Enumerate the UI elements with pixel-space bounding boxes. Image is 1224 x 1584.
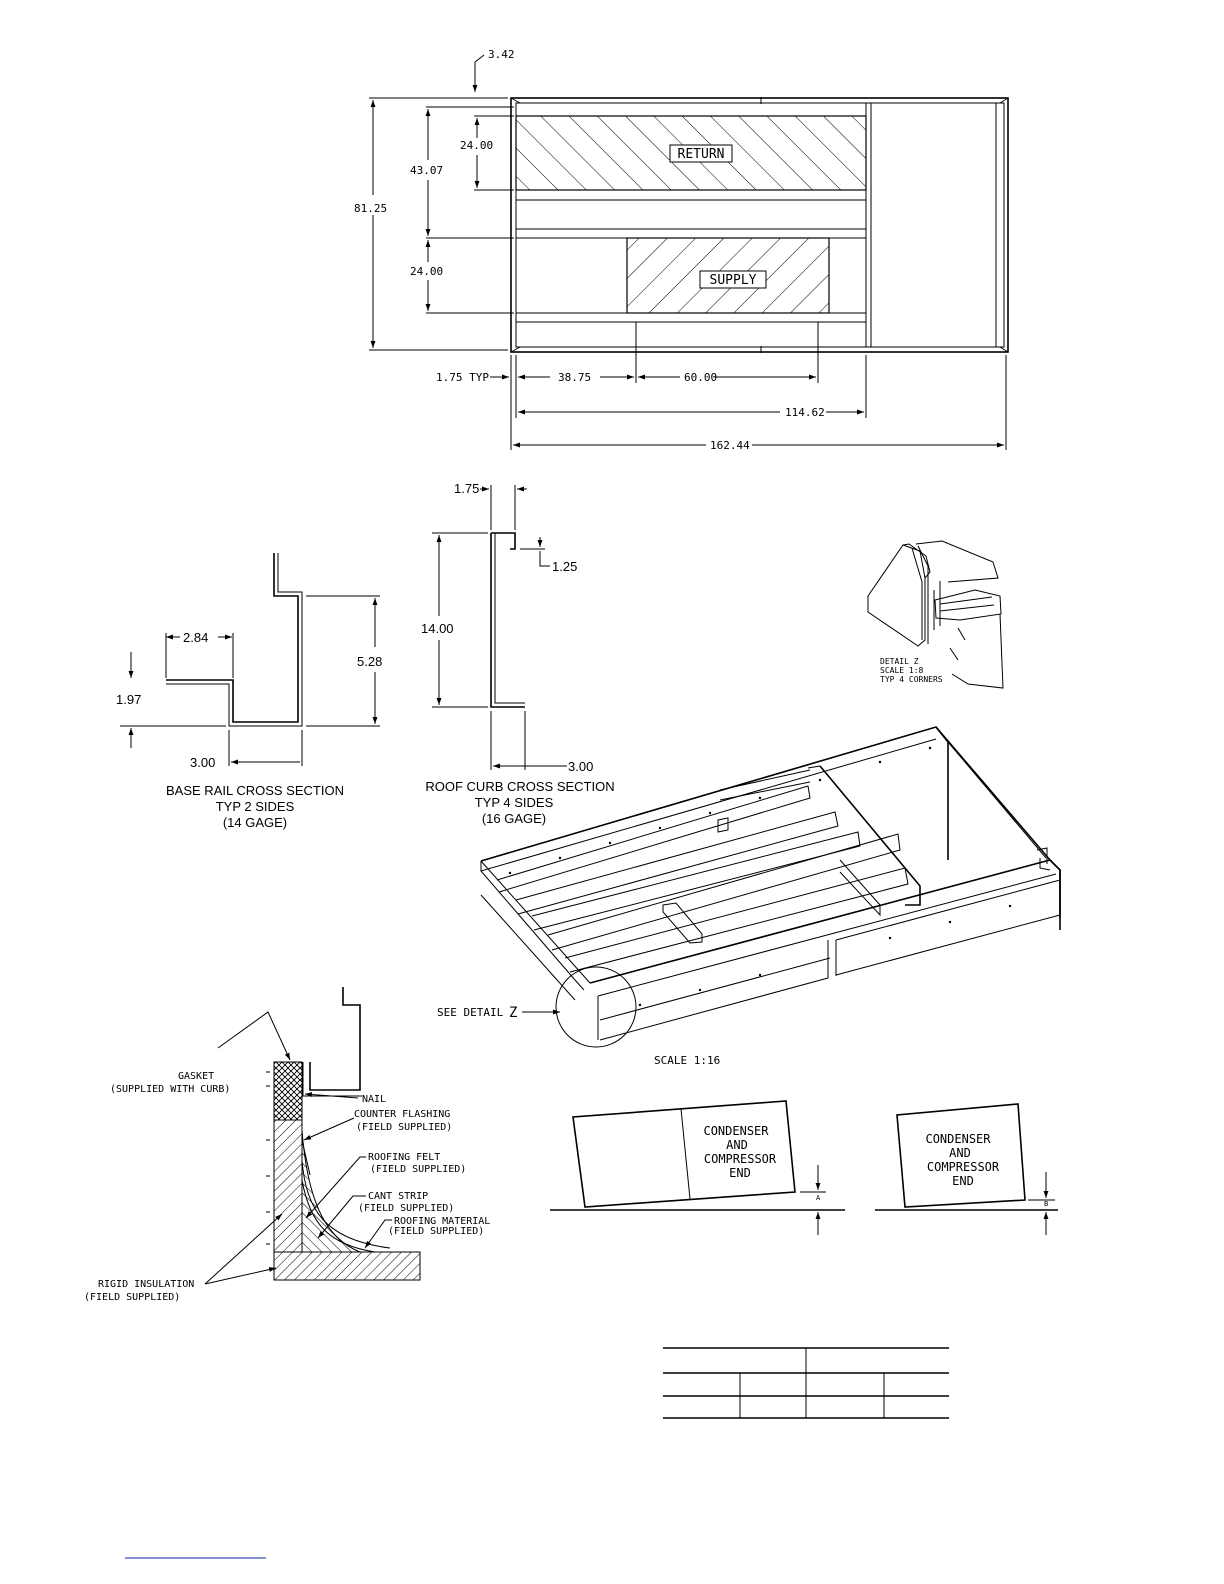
dim-60-00: 60.00 [684,371,717,384]
dim-24-00-top: 24.00 [460,139,493,152]
roof-curb-caption-3: (16 GAGE) [482,811,546,826]
detail-z-callout-circle [555,966,637,1048]
base-rail-caption-2: TYP 2 SIDES [216,799,295,814]
detail-z-line-3: TYP 4 CORNERS [880,675,943,684]
dim-114-62: 114.62 [785,406,825,419]
dim-5-28: 5.28 [357,654,382,669]
dim-14-00: 14.00 [421,621,454,636]
unit-slope-diagram-a: CONDENSER AND COMPRESSOR END A [550,1100,845,1235]
slope-right-line-2: AND [949,1146,971,1160]
slope-left-line-4: END [729,1166,751,1180]
roof-curb-cross-section: 1.75 1.25 14.00 3.00 ROOF CURB CROSS SEC… [421,481,615,826]
slope-right-line-3: COMPRESSOR [927,1160,1000,1174]
cant-strip-1: CANT STRIP [368,1191,428,1202]
base-rail-caption-3: (14 GAGE) [223,815,287,830]
detail-z-line-2: SCALE 1:8 [880,666,924,675]
base-rail-cross-section: 2.84 5.28 1.97 3.00 BASE RAIL CROSS SECT… [116,553,382,830]
dim-81-25: 81.25 [354,202,387,215]
dim-3-42: 3.42 [488,48,515,61]
rigid-insulation-1: RIGID INSULATION [98,1279,194,1290]
counter-flashing-2: (FIELD SUPPLIED) [356,1122,452,1133]
gasket-label-1: GASKET [178,1071,214,1082]
slope-right-line-1: CONDENSER [925,1132,991,1146]
dim-1-97: 1.97 [116,692,141,707]
slope-left-line-3: COMPRESSOR [704,1152,777,1166]
supply-label: SUPPLY [710,273,757,288]
dim-3-00-base: 3.00 [190,755,215,770]
dim-3-00-curb: 3.00 [568,759,593,774]
return-label: RETURN [678,147,725,162]
dim-1-25: 1.25 [552,559,577,574]
cant-strip-2: (FIELD SUPPLIED) [358,1203,454,1214]
flashing-detail: GASKET (SUPPLIED WITH CURB) NAIL COUNTER… [84,987,490,1303]
dim-24-00-bottom: 24.00 [410,265,443,278]
dim-2-84: 2.84 [183,630,208,645]
roofing-material-2: (FIELD SUPPLIED) [388,1226,484,1237]
detail-z-corner: DETAIL Z SCALE 1:8 TYP 4 CORNERS [867,540,1004,689]
isometric-roof-curb: SEE DETAIL Z SCALE 1:16 [437,726,1061,1067]
slope-right-line-4: END [952,1174,974,1188]
dim-38-75: 38.75 [558,371,591,384]
isometric-scale: SCALE 1:16 [654,1054,720,1067]
roofing-material-1: ROOFING MATERIAL [394,1216,490,1227]
slope-left-line-2: AND [726,1138,748,1152]
blank-slope-table [663,1347,949,1419]
slope-right-mark: B [1044,1200,1048,1208]
dim-43-07: 43.07 [410,164,443,177]
gasket-label-2: (SUPPLIED WITH CURB) [110,1084,230,1095]
roofing-felt-2: (FIELD SUPPLIED) [370,1164,466,1175]
slope-left-line-1: CONDENSER [703,1124,769,1138]
nail-label: NAIL [362,1094,386,1105]
dim-162-44: 162.44 [710,439,750,452]
unit-slope-diagram-b: CONDENSER AND COMPRESSOR END B [875,1103,1058,1235]
see-detail-z: Z [509,1005,517,1021]
counter-flashing-1: COUNTER FLASHING [354,1109,450,1120]
plan-view: RETURN SUPPLY 3.42 81.25 43.07 [354,48,1009,452]
dim-1-75-typ: 1.75 TYP [436,371,489,384]
detail-z-line-1: DETAIL Z [880,657,919,666]
dim-1-75: 1.75 [454,481,479,496]
base-rail-caption-1: BASE RAIL CROSS SECTION [166,783,344,798]
roofing-felt-1: ROOFING FELT [368,1152,440,1163]
gasket-block [273,1061,303,1121]
roof-curb-caption-1: ROOF CURB CROSS SECTION [425,779,614,794]
rigid-insulation-2: (FIELD SUPPLIED) [84,1292,180,1303]
slope-left-mark: A [816,1194,821,1202]
roof-curb-caption-2: TYP 4 SIDES [475,795,554,810]
see-detail-label: SEE DETAIL [437,1006,504,1019]
